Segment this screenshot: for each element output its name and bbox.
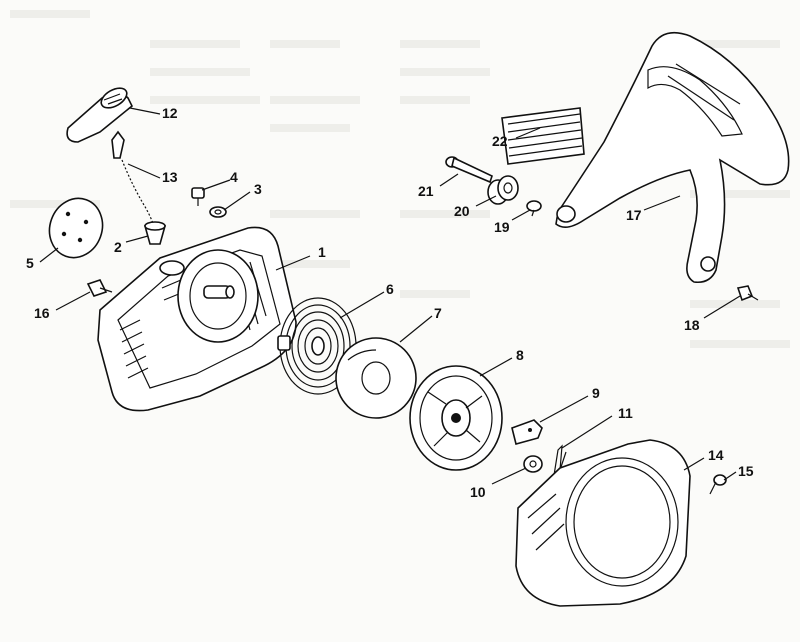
part-10-washer — [523, 455, 543, 473]
part-4-screw — [191, 187, 205, 206]
callout-6: 6 — [386, 281, 394, 297]
callout-19: 19 — [494, 219, 510, 235]
callout-17: 17 — [626, 207, 642, 223]
callout-10: 10 — [470, 484, 486, 500]
part-15-screw — [709, 474, 727, 495]
part-16-screw — [86, 279, 113, 297]
part-14-shroud-cover — [515, 439, 691, 607]
bleed-through-text — [10, 10, 790, 348]
part-19-screw — [526, 200, 542, 217]
callout-18: 18 — [684, 317, 700, 333]
callout-2: 2 — [114, 239, 122, 255]
callout-14: 14 — [708, 447, 724, 463]
callout-3: 3 — [254, 181, 262, 197]
part-7-spring-housing — [335, 337, 417, 419]
part-18-screw — [736, 285, 759, 302]
callout-16: 16 — [34, 305, 50, 321]
callout-11: 11 — [618, 405, 633, 421]
callout-labels: 1 2 3 4 5 6 7 8 9 10 11 12 13 14 15 16 1… — [26, 105, 754, 500]
callout-12: 12 — [162, 105, 178, 121]
part-2-rope-guide-bush — [143, 221, 167, 245]
callout-1: 1 — [318, 244, 326, 260]
part-1-fan-housing — [97, 226, 297, 412]
part-12-starter-grip — [66, 87, 134, 159]
part-9-pawl — [511, 419, 543, 445]
part-22-label-plate — [501, 107, 585, 165]
callout-15: 15 — [738, 463, 754, 479]
callout-9: 9 — [592, 385, 600, 401]
part-5-cover-disc — [48, 197, 104, 259]
callout-13: 13 — [162, 169, 178, 185]
part-21-bolt — [445, 156, 493, 184]
part-13-starter-rope — [121, 159, 155, 227]
leader-lines — [39, 107, 741, 485]
callout-8: 8 — [516, 347, 524, 363]
part-20-rubber-buffer — [487, 175, 519, 205]
part-17-front-handle — [555, 31, 790, 284]
callout-22: 22 — [492, 133, 508, 149]
callout-4: 4 — [230, 169, 238, 185]
part-11-spring-clip — [551, 444, 567, 489]
callout-7: 7 — [434, 305, 442, 321]
callout-5: 5 — [26, 255, 34, 271]
part-3-washer — [209, 206, 227, 218]
callout-21: 21 — [418, 183, 434, 199]
part-6-rewind-spring — [277, 297, 357, 395]
part-8-rope-rotor — [409, 365, 503, 471]
callout-20: 20 — [454, 203, 470, 219]
